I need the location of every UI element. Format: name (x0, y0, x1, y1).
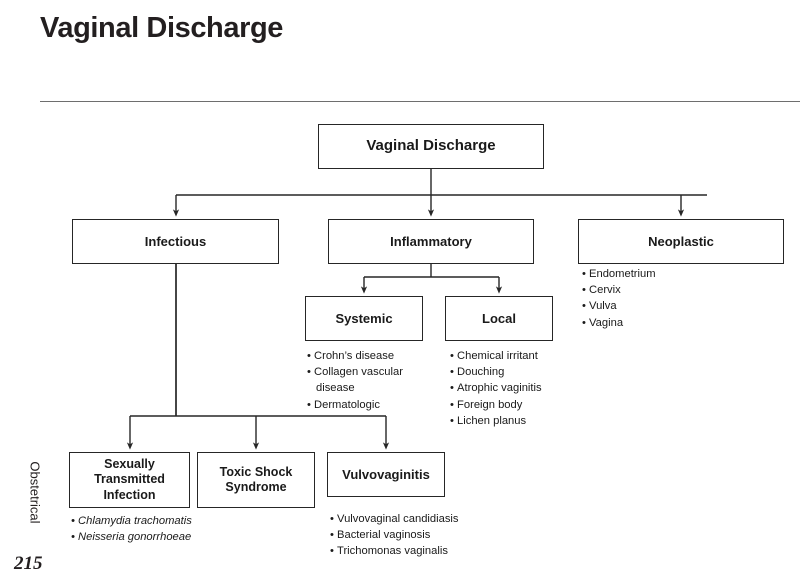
node-vulvovaginitis[interactable]: Vulvovaginitis (327, 452, 445, 497)
node-label: Inflammatory (390, 233, 472, 249)
node-inflammatory[interactable]: Inflammatory (328, 219, 534, 264)
node-label: Vulvovaginitis (342, 466, 430, 482)
node-label-line-1: Toxic Shock (219, 464, 293, 479)
list-item: Neisseria gonorrhoeae (71, 529, 221, 545)
list-item: Foreign body (450, 397, 580, 413)
section-label: Obstetrical (27, 461, 43, 524)
page-title: Vaginal Discharge (40, 12, 284, 44)
node-systemic[interactable]: Systemic (305, 296, 423, 341)
list-item: Vagina (582, 315, 772, 331)
node-local[interactable]: Local (445, 296, 553, 341)
node-infectious[interactable]: Infectious (72, 219, 279, 264)
list-item: Dermatologic (307, 397, 435, 413)
list-item: Trichomonas vaginalis (330, 543, 490, 559)
list-item: Chlamydia trachomatis (71, 513, 221, 529)
node-vaginal-discharge[interactable]: Vaginal Discharge (318, 124, 544, 169)
list-sexually-transmitted-infection: Chlamydia trachomatisNeisseria gonorrhoe… (71, 513, 221, 545)
list-neoplastic: EndometriumCervixVulvaVagina (582, 266, 772, 331)
list-item: Cervix (582, 282, 772, 298)
list-item: Vulva (582, 298, 772, 314)
node-neoplastic[interactable]: Neoplastic (578, 219, 784, 264)
node-label-line-3: Infection (103, 487, 156, 502)
header-divider (40, 101, 800, 102)
node-sexually-transmitted-infection[interactable]: Sexually Transmitted Infection (69, 452, 190, 508)
node-label: Local (482, 310, 516, 326)
list-vulvovaginitis: Vulvovaginal candidiasisBacterial vagino… (330, 511, 490, 560)
node-toxic-shock-syndrome[interactable]: Toxic Shock Syndrome (197, 452, 315, 508)
node-label-line-2: Transmitted (94, 472, 165, 487)
node-label: Neoplastic (648, 233, 714, 249)
list-item: Douching (450, 364, 580, 380)
list-item: Crohn’s disease (307, 348, 435, 364)
node-label-line-1: Sexually (104, 457, 155, 472)
list-item: Vulvovaginal candidiasis (330, 511, 490, 527)
list-item: Endometrium (582, 266, 772, 282)
list-item: Bacterial vaginosis (330, 527, 490, 543)
node-label: Vaginal Discharge (366, 137, 496, 155)
list-item: Lichen planus (450, 413, 580, 429)
node-label-line-2: Syndrome (225, 480, 287, 494)
list-systemic: Crohn’s diseaseCollagen vascular disease… (307, 348, 435, 413)
list-item: Atrophic vaginitis (450, 380, 580, 396)
list-item: Chemical irritant (450, 348, 580, 364)
page-number: 215 (14, 553, 43, 574)
node-label: Systemic (335, 310, 393, 326)
list-local: Chemical irritantDouchingAtrophic vagini… (450, 348, 580, 429)
node-label: Infectious (144, 233, 207, 249)
list-item: Collagen vascular disease (307, 364, 435, 396)
